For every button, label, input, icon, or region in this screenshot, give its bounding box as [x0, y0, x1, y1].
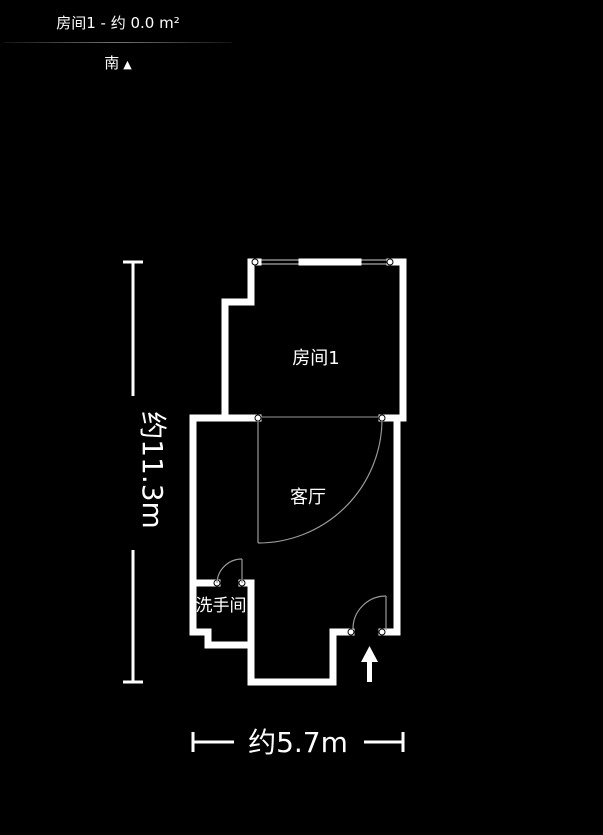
window: [258, 259, 390, 265]
compass-arrow-icon: ▲: [123, 58, 132, 71]
room-label-living: 客厅: [290, 487, 326, 508]
walls: [189, 258, 407, 686]
wall-joints: [213, 258, 394, 636]
room-label-bathroom: 洗手间: [196, 596, 247, 616]
compass-label: 南: [104, 54, 120, 72]
dimension-width: [191, 732, 405, 752]
dimension-height: [123, 260, 143, 684]
compass-indicator: 南▲: [0, 52, 236, 76]
header-divider: [4, 42, 232, 43]
door-living: [257, 419, 383, 544]
up-arrow-icon: [361, 646, 378, 682]
dimension-height-label: 约11.3m: [136, 411, 169, 529]
door-entrance: [352, 595, 387, 631]
dimension-width-label: 约5.7m: [248, 726, 348, 759]
room-label-bedroom: 房间1: [292, 348, 339, 369]
door-bathroom: [216, 558, 243, 584]
page-title: 房间1 - 约 0.0 m²: [56, 14, 180, 32]
